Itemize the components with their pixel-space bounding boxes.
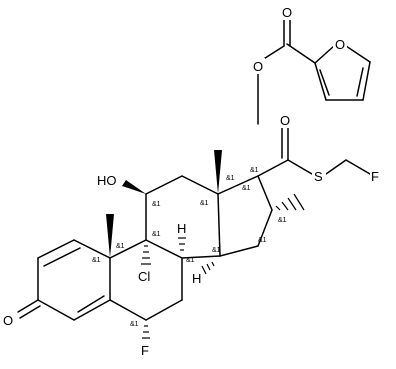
hatch-bond: [178, 237, 186, 251]
hatch-bond: [141, 245, 151, 265]
atom-labels: O O O O S F HO H H Cl O F: [2, 4, 382, 358]
furoate-carbonyl-oxygen-label: O: [282, 5, 292, 20]
hatch-bond: [201, 261, 215, 275]
fluoromethyl-fluorine-label: F: [371, 169, 379, 184]
bond: [73, 299, 111, 321]
hatch-bond: [275, 193, 305, 211]
bond: [145, 175, 183, 195]
bond: [261, 45, 285, 61]
bond: [219, 245, 259, 257]
ketone-oxygen-label: O: [3, 313, 13, 328]
stereo-label: &1: [152, 201, 161, 208]
bond: [257, 175, 273, 211]
bond: [77, 295, 105, 313]
chlorine-label: Cl: [138, 269, 150, 284]
stereo-label: &1: [152, 231, 161, 238]
bond: [217, 193, 221, 257]
bond: [37, 239, 75, 259]
stereo-label: &1: [212, 247, 221, 254]
bond: [314, 45, 335, 64]
bond: [145, 239, 183, 259]
bond: [286, 43, 316, 64]
stereo-label: &1: [200, 200, 209, 207]
thioester-oxygen-label: O: [280, 113, 290, 128]
bond: [181, 175, 219, 195]
bond: [257, 159, 289, 177]
bond: [319, 69, 330, 96]
bond: [217, 175, 259, 195]
stereo-label: &1: [250, 167, 259, 174]
c8-hydrogen-label: H: [177, 221, 186, 236]
stereo-label: &1: [130, 321, 139, 328]
furan-oxygen-label: O: [335, 37, 345, 52]
c14-hydrogen-label: H: [192, 271, 201, 286]
bond: [345, 45, 371, 63]
bond: [362, 61, 371, 101]
bond: [109, 299, 147, 321]
wedge-bond: [214, 150, 222, 194]
stereo-labels: &1 &1 &1 &1 &1 &1 &1 &1 &1 &1 &1 &1 &1: [92, 167, 287, 328]
bond: [257, 209, 273, 247]
bond: [37, 299, 75, 321]
bond: [73, 239, 111, 259]
bond: [356, 67, 364, 97]
stereo-label: &1: [278, 217, 287, 224]
bond: [287, 159, 313, 175]
hydroxyl-label: HO: [97, 173, 117, 188]
bonds: [17, 19, 371, 339]
stereo-label: &1: [226, 175, 235, 182]
ester-oxygen-label: O: [253, 59, 263, 74]
bond: [325, 159, 347, 175]
bond: [19, 305, 41, 319]
c6-fluorine-label: F: [141, 343, 149, 358]
bond: [43, 247, 81, 267]
bond: [345, 159, 371, 175]
bond: [17, 299, 39, 313]
bond: [314, 62, 327, 101]
wedge-bond: [106, 214, 114, 258]
bond: [181, 255, 221, 259]
hatch-bond: [142, 325, 150, 339]
wedge-bond: [122, 180, 146, 194]
stereo-label: &1: [186, 257, 195, 264]
bond: [145, 299, 183, 321]
sulfur-label: S: [314, 169, 323, 184]
bond: [109, 239, 147, 259]
stereo-label: &1: [92, 257, 101, 264]
stereo-label: &1: [258, 237, 267, 244]
stereo-label: &1: [116, 243, 125, 250]
stereo-label: &1: [242, 185, 251, 192]
